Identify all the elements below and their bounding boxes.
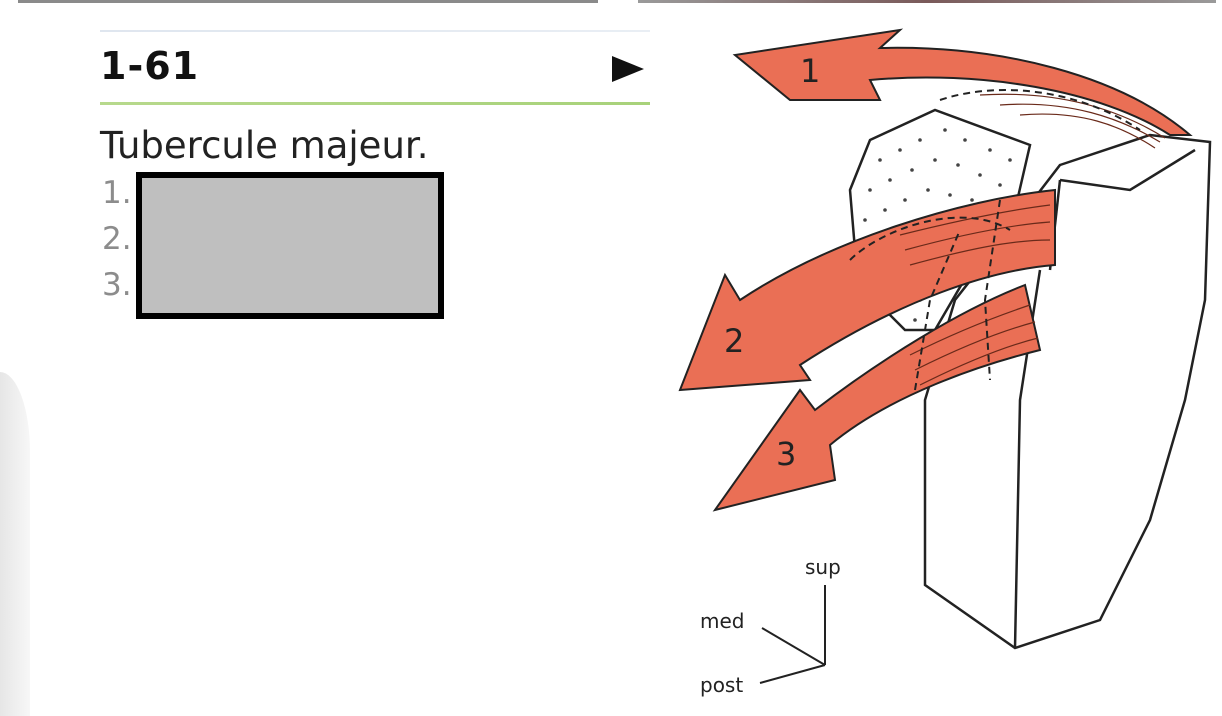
orientation-sup: sup: [805, 555, 841, 579]
answer-list: 1. 2. 3.: [102, 170, 132, 308]
muscle-fibers-2: [899, 204, 1051, 266]
answer-number-2: 2.: [102, 221, 132, 257]
orientation-med: med: [700, 609, 744, 633]
orientation-post: post: [700, 673, 743, 697]
card-title: Tubercule majeur.: [100, 124, 429, 167]
hidden-contours: [849, 89, 1141, 391]
page-edge-shadow: [0, 372, 30, 716]
next-arrow-icon[interactable]: [612, 56, 644, 82]
top-border-right: [638, 0, 1216, 3]
muscle-arrow-1: [732, 28, 1193, 136]
card-number: 1-61: [100, 44, 200, 88]
arrow-label-3: 3: [776, 435, 796, 473]
card-top-rule: [100, 30, 650, 32]
humerus-illustration: 1 2 3 sup med post: [678, 28, 1212, 697]
orientation-compass: [759, 585, 826, 684]
muscle-arrow-2: [678, 188, 1056, 392]
answer-mask-box[interactable]: [136, 172, 444, 319]
answer-number-1: 1.: [102, 175, 132, 211]
answer-number-3: 3.: [102, 267, 132, 303]
arrow-label-2: 2: [724, 322, 744, 360]
muscle-fibers-3: [909, 304, 1039, 386]
card-green-rule: [100, 102, 650, 105]
muscle-arrow-3: [712, 283, 1042, 512]
top-border-left: [18, 0, 598, 3]
arrow-label-1: 1: [800, 52, 820, 90]
